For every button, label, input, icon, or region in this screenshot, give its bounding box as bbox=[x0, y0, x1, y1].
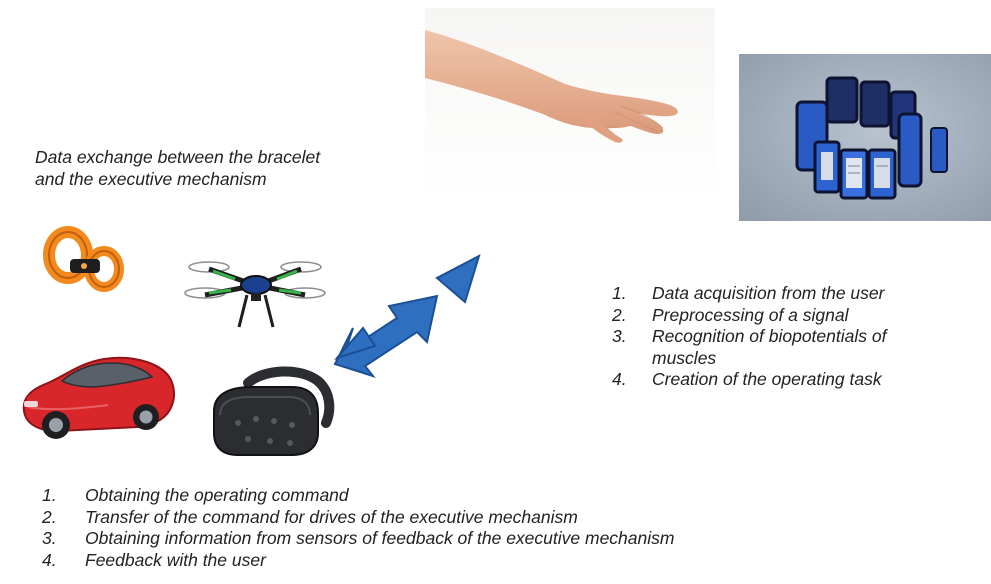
step-number: 3. bbox=[612, 326, 627, 346]
step-number: 4. bbox=[42, 549, 57, 570]
step-number: 1. bbox=[42, 485, 57, 505]
list-item: 2. Preprocessing of a signal bbox=[612, 305, 982, 327]
hand-photo bbox=[425, 8, 715, 200]
step-text: Feedback with the user bbox=[85, 549, 266, 570]
vr-headset-icon bbox=[213, 366, 335, 456]
list-item: 3. Obtaining information from sensors of… bbox=[42, 528, 962, 550]
step-text: Obtaining information from sensors of fe… bbox=[85, 528, 675, 548]
step-text: Data acquisition from the user bbox=[652, 283, 885, 303]
list-item: 4. Feedback with the user bbox=[42, 550, 962, 572]
list-item: 3. Recognition of biopotentials of muscl… bbox=[612, 326, 982, 369]
mechanism-steps-list: 1. Obtaining the operating command 2. Tr… bbox=[42, 485, 962, 571]
step-text: Preprocessing of a signal bbox=[652, 304, 849, 325]
car-icon bbox=[22, 356, 175, 439]
list-item: 1. Obtaining the operating command bbox=[42, 485, 962, 507]
double-headed-arrow-icon bbox=[333, 254, 481, 378]
step-number: 2. bbox=[42, 506, 57, 527]
executive-mechanisms-group bbox=[0, 215, 350, 475]
emg-bracelet-photo bbox=[739, 54, 991, 221]
list-item: 4. Creation of the operating task bbox=[612, 369, 982, 391]
step-number: 1. bbox=[612, 283, 627, 303]
step-text: Transfer of the command for drives of th… bbox=[85, 506, 578, 527]
bracelet-icon bbox=[795, 76, 948, 200]
hand-icon bbox=[425, 30, 678, 143]
stunt-toy-icon bbox=[43, 226, 124, 292]
step-text: Recognition of biopotentials of muscles bbox=[652, 326, 887, 368]
list-item: 2. Transfer of the command for drives of… bbox=[42, 507, 962, 529]
step-number: 3. bbox=[42, 528, 57, 548]
drone-icon bbox=[184, 261, 326, 328]
step-text: Creation of the operating task bbox=[652, 369, 882, 389]
step-text: Obtaining the operating command bbox=[85, 485, 349, 505]
caption-line-2: and the executive mechanism bbox=[35, 169, 267, 189]
step-number: 4. bbox=[612, 369, 627, 389]
step-number: 2. bbox=[612, 304, 627, 325]
diagram-caption: Data exchange between the bracelet and t… bbox=[35, 146, 415, 190]
list-item: 1. Data acquisition from the user bbox=[612, 283, 982, 305]
bracelet-steps-list: 1. Data acquisition from the user 2. Pre… bbox=[612, 283, 982, 391]
caption-line-1: Data exchange between the bracelet bbox=[35, 147, 321, 167]
